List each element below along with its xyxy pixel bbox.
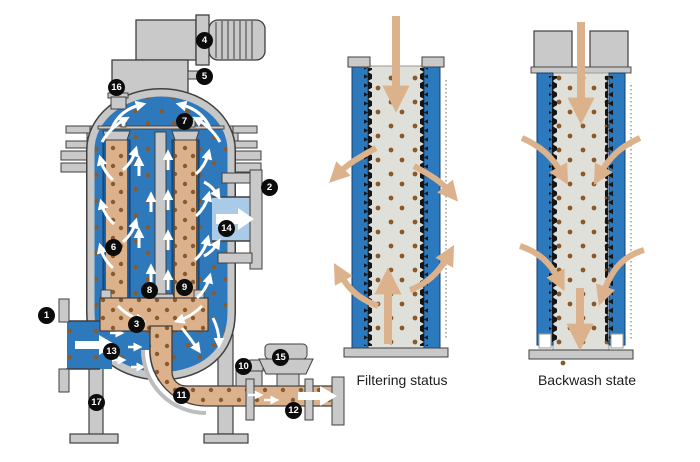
callout-14: 14 — [218, 220, 235, 237]
callout-17: 17 — [88, 394, 105, 411]
flow-arrows-vessel — [96, 100, 225, 354]
filter-candle-right — [171, 130, 205, 301]
callout-2: 2 — [261, 179, 278, 196]
callout-1: 1 — [38, 307, 55, 324]
valve-body — [258, 358, 314, 375]
callout-3: 3 — [128, 316, 145, 333]
callout-6: 6 — [105, 239, 122, 256]
inlet-flange — [58, 298, 70, 323]
top-cap — [421, 56, 445, 68]
callout-9: 9 — [176, 279, 193, 296]
vessel-flanges — [60, 125, 262, 173]
motor-fins — [215, 21, 253, 59]
callout-13: 13 — [103, 343, 120, 360]
top-cap — [347, 56, 371, 68]
backwash-column — [518, 22, 645, 366]
callout-16: 16 — [108, 79, 125, 96]
callout-12: 12 — [285, 402, 302, 419]
base-plate — [343, 347, 449, 358]
right-foot — [203, 433, 249, 444]
outlet-pipe — [212, 169, 263, 270]
left-foot — [69, 433, 119, 444]
callout-11: 11 — [173, 387, 190, 404]
gearbox — [135, 19, 197, 61]
outlet-flow-arrow — [216, 208, 254, 230]
filtering-flow-arrows — [329, 16, 459, 344]
elbow-shell — [141, 349, 207, 415]
filtering-column — [329, 16, 459, 358]
motor-body — [208, 19, 266, 61]
outlet-bracket-bottom — [217, 252, 253, 264]
callout-15: 15 — [272, 349, 289, 366]
valve-flange — [245, 378, 255, 421]
drain-flow-arrow — [298, 386, 337, 406]
callout-8: 8 — [141, 282, 158, 299]
inlet-flange — [58, 368, 70, 393]
callout-10: 10 — [235, 358, 252, 375]
backwash-flow-arrows — [518, 22, 645, 351]
base-plate — [528, 349, 634, 360]
callout-4: 4 — [196, 32, 213, 49]
outlet-bracket-top — [221, 172, 253, 184]
top-block — [589, 30, 629, 69]
candle-cap — [171, 130, 200, 141]
top-block — [533, 30, 573, 69]
drain-end-flange — [331, 376, 345, 426]
caption-backwash-state: Backwash state — [537, 372, 637, 388]
caption-filtering-status: Filtering status — [356, 372, 448, 388]
callout-5: 5 — [196, 68, 213, 85]
callout-7: 7 — [176, 113, 193, 130]
